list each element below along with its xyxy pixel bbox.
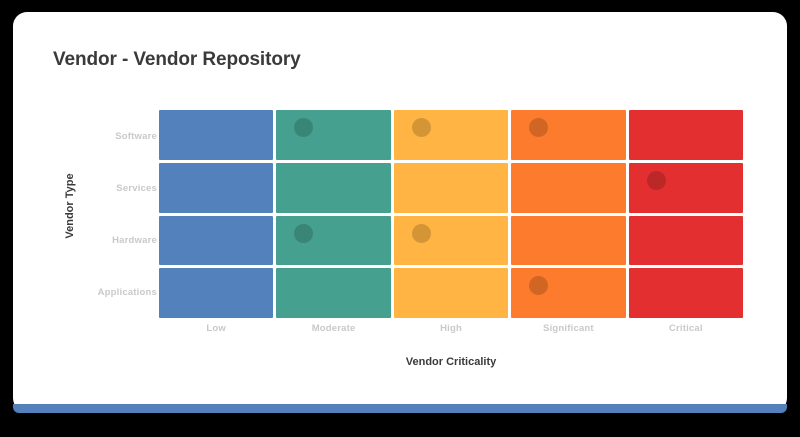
vendor-marker-dot[interactable] (529, 118, 549, 137)
heatmap-cell[interactable] (628, 162, 744, 213)
x-axis-tick-label: Significant (543, 323, 594, 334)
y-axis-tick-label: Services (116, 182, 157, 194)
heatmap-cell[interactable] (628, 110, 744, 160)
x-axis-tick-label: Low (206, 323, 226, 334)
heatmap-cell[interactable] (393, 162, 509, 213)
x-axis-title: Vendor Criticality (405, 356, 497, 368)
heatmap-cell[interactable] (393, 110, 509, 160)
vendor-marker-dot[interactable] (646, 170, 666, 190)
x-axis-tick-label: Moderate (311, 323, 356, 334)
heatmap-cell[interactable] (628, 215, 744, 266)
heatmap-cell[interactable] (276, 215, 391, 266)
heatmap-cell[interactable] (628, 268, 744, 318)
vendor-marker-dot[interactable] (294, 118, 314, 137)
heatmap-cell[interactable] (159, 162, 274, 213)
heatmap-grid (159, 110, 744, 318)
heatmap-cell[interactable] (276, 268, 391, 318)
heatmap-cell[interactable] (393, 215, 509, 266)
heatmap-cell[interactable] (159, 215, 274, 266)
heatmap-cell[interactable] (276, 110, 391, 160)
x-axis-tick-labels: Low Moderate High Significant Critical (159, 323, 743, 334)
heatmap-cell[interactable] (511, 268, 626, 318)
page-title: Vendor - Vendor Repository (53, 49, 301, 70)
x-axis-tick-label: Critical (668, 323, 703, 334)
heatmap-row (159, 162, 744, 213)
chart-card: Vendor - Vendor Repository Vendor Type S… (13, 12, 787, 412)
heatmap-cell[interactable] (511, 215, 626, 266)
heatmap-cell[interactable] (511, 110, 626, 160)
heatmap-row (159, 215, 744, 266)
vendor-marker-dot[interactable] (411, 118, 431, 137)
heatmap-cell[interactable] (393, 268, 509, 318)
x-axis-tick-label: High (440, 323, 462, 334)
heatmap-cell[interactable] (159, 110, 274, 160)
y-axis-tick-label: Applications (97, 286, 157, 298)
heatmap-cell[interactable] (276, 162, 391, 213)
vendor-marker-dot[interactable] (294, 223, 314, 243)
vendor-marker-dot[interactable] (529, 276, 549, 296)
card-footer-bar (13, 404, 787, 413)
vendor-marker-dot[interactable] (411, 223, 431, 243)
heatmap-row (159, 110, 744, 160)
heatmap-cell[interactable] (511, 162, 626, 213)
heatmap-cell[interactable] (159, 268, 274, 318)
heatmap-row (159, 268, 744, 318)
y-axis-tick-label: Software (115, 130, 157, 142)
y-axis-tick-label: Hardware (112, 234, 157, 246)
